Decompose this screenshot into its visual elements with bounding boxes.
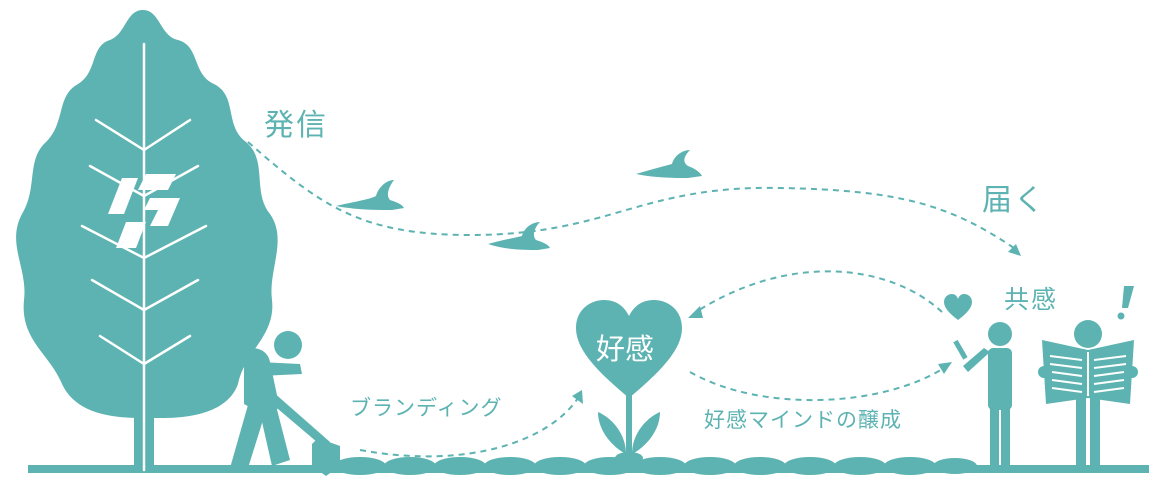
arrow-heads [572, 244, 1021, 404]
label-mind-fostering: 好感マインドの醸成 [704, 408, 902, 432]
soil-mounds [334, 457, 977, 475]
ground [28, 457, 1149, 475]
label-branding: ブランディング [350, 396, 503, 420]
flow-arrow-return [695, 270, 943, 313]
bird-icon [636, 150, 702, 178]
flow-arrow-send [247, 141, 1015, 249]
gardener-digging-icon [230, 331, 340, 476]
person-with-phone-icon [953, 322, 1012, 466]
small-heart-icon [944, 294, 972, 320]
logo-mark-icon [108, 174, 180, 248]
bird-icon [336, 180, 404, 210]
flow-arrow-mind [689, 367, 945, 402]
heart-flower-icon [576, 300, 682, 464]
label-send: 発信 [264, 108, 328, 143]
tree-icon [16, 10, 278, 472]
person-reading-newspaper-icon [1038, 320, 1138, 468]
exclamation-icon [1117, 286, 1134, 320]
flow-arrows [247, 141, 1015, 458]
label-favorable: 好感 [596, 332, 655, 366]
label-reach: 届く [982, 183, 1046, 218]
bird-icon [488, 222, 550, 250]
label-empathy: 共感 [1004, 285, 1059, 314]
